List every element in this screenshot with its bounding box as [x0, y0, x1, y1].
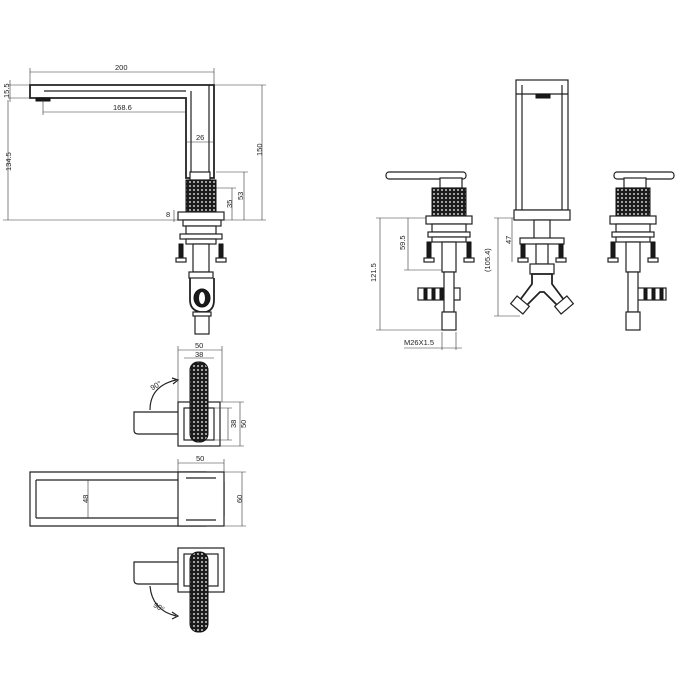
dim-top-38: 38: [195, 350, 203, 359]
dim-121-5: 121.5: [369, 263, 378, 282]
dim-top-50: 50: [195, 341, 203, 350]
front-view-left-handle: [385, 171, 475, 331]
dim-spout-60: 60: [235, 495, 244, 503]
dim-side-38: 38: [229, 420, 238, 428]
side-view-dimensions: 200 15.5 168.6 134.5 150 26 53 35 8: [2, 63, 266, 222]
top-view-handle-lower: 90°: [133, 547, 225, 633]
dim-m26: M26X1.5: [404, 338, 434, 347]
dim-35: 35: [225, 200, 234, 208]
top-view-handle-upper: [133, 361, 221, 447]
top-view-spout: [29, 471, 225, 527]
angle-90-upper: 90°: [149, 379, 163, 392]
dim-134-5: 134.5: [4, 152, 13, 171]
dim-105-4: (105.4): [483, 248, 492, 272]
dim-168-6: 168.6: [113, 103, 132, 112]
dim-spout-48: 48: [81, 495, 90, 503]
dim-150: 150: [255, 143, 264, 156]
front-view-spout: [509, 79, 575, 315]
dim-53: 53: [236, 192, 245, 200]
dim-26: 26: [196, 133, 204, 142]
dim-47: 47: [504, 236, 513, 244]
dim-59-5: 59.5: [398, 235, 407, 250]
dim-spout-50: 50: [196, 454, 204, 463]
top-view-spout-dimensions: 50 48 60: [81, 454, 246, 527]
front-view-right-handle: [607, 171, 675, 331]
dim-200: 200: [115, 63, 128, 72]
dim-8: 8: [166, 210, 170, 219]
front-view-dimensions: 121.5 59.5 M26X1.5 (105.4) 47: [369, 217, 520, 350]
side-view-spout: [29, 84, 227, 335]
angle-90-lower: 90°: [152, 600, 166, 613]
dim-15-5: 15.5: [2, 83, 11, 98]
dim-side-50: 50: [239, 420, 248, 428]
